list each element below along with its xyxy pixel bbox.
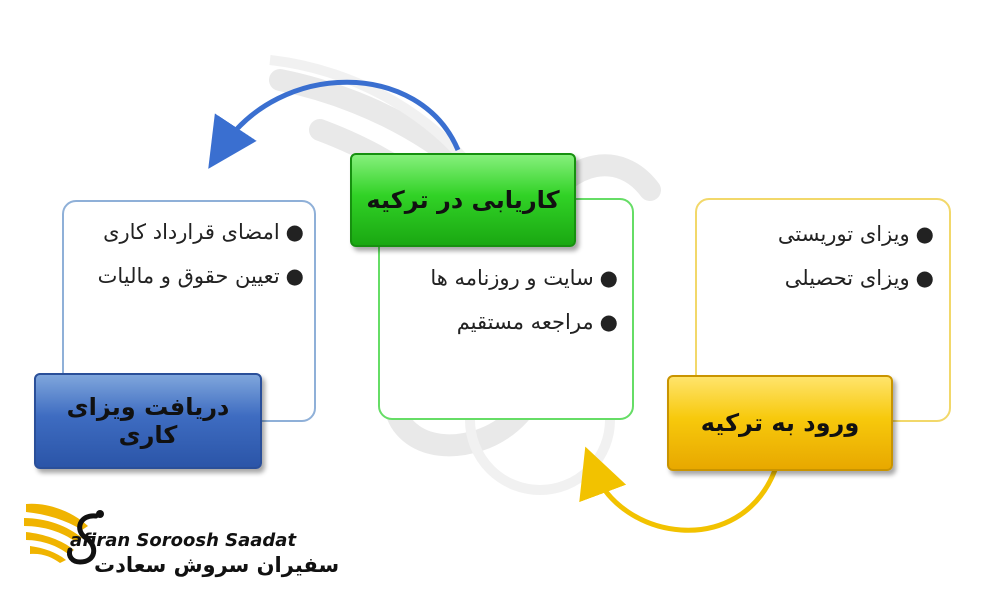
list-item: ●ویزای تحصیلی bbox=[784, 266, 934, 290]
arrow-to-job-search bbox=[579, 446, 778, 533]
bullet-icon: ● bbox=[915, 266, 934, 290]
bullet-icon: ● bbox=[599, 310, 618, 334]
entry-bullet-list: ●ویزای توریستی ●ویزای تحصیلی bbox=[778, 222, 934, 310]
bullet-icon: ● bbox=[599, 266, 618, 290]
logo-text-fa: سفیران سروش سعادت bbox=[94, 553, 340, 577]
logo-text-en: afiran Soroosh Saadat bbox=[70, 530, 297, 551]
list-item: ●سایت و روزنامه ها bbox=[430, 266, 618, 290]
job-search-header: کاریابی در ترکیه bbox=[350, 153, 576, 247]
winged-s-logo-icon bbox=[24, 503, 104, 565]
list-item: ●امضای قرارداد کاری bbox=[103, 220, 304, 244]
list-item: ●مراجعه مستقیم bbox=[456, 310, 618, 334]
list-item: ●تعیین حقوق و مالیات bbox=[97, 264, 304, 288]
work-visa-bullet-list: ●امضای قرارداد کاری ●تعیین حقوق و مالیات bbox=[98, 220, 304, 308]
bullet-icon: ● bbox=[285, 220, 304, 244]
entry-header: ورود به ترکیه bbox=[667, 375, 893, 471]
bullet-icon: ● bbox=[285, 264, 304, 288]
job-search-bullet-list: ●سایت و روزنامه ها ●مراجعه مستقیم bbox=[430, 266, 618, 354]
arrow-to-work-visa bbox=[208, 79, 461, 169]
bullet-icon: ● bbox=[915, 222, 934, 246]
work-visa-header: دریافت ویزای کاری bbox=[34, 373, 262, 469]
list-item: ●ویزای توریستی bbox=[777, 222, 934, 246]
